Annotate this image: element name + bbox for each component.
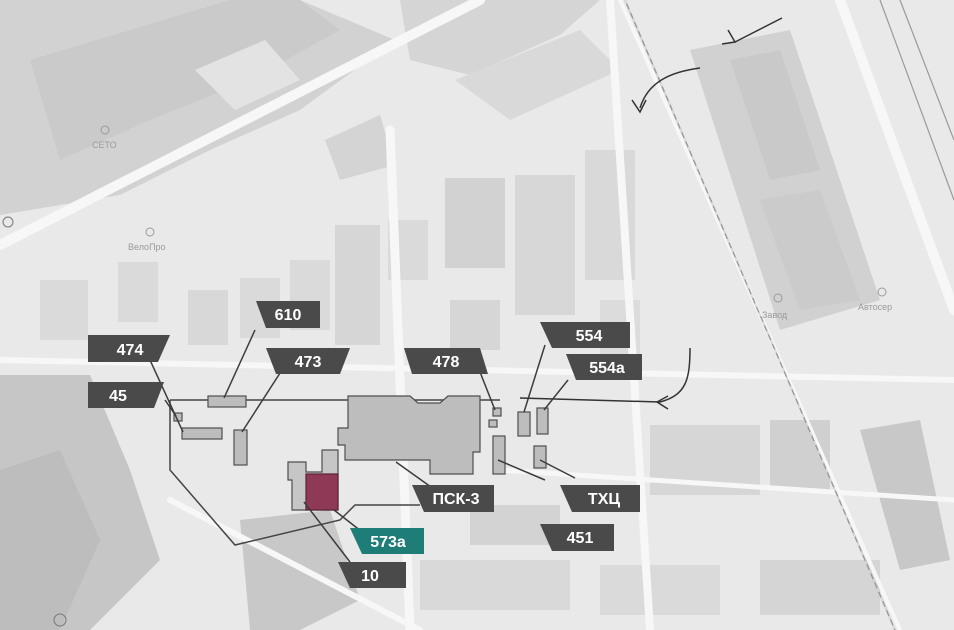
poi-icon [145, 227, 155, 237]
building-psk3[interactable] [337, 395, 481, 475]
poi-icon [877, 287, 887, 297]
poi-icon [100, 125, 110, 135]
label-474-text: 474 [117, 342, 144, 359]
poi-icon [773, 293, 783, 303]
label-10-text: 10 [361, 568, 379, 585]
label-473[interactable]: 473 [266, 348, 350, 374]
building-478b[interactable] [488, 419, 498, 428]
label-451[interactable]: 451 [540, 524, 614, 551]
map-marker-icon [53, 613, 67, 627]
label-473-text: 473 [295, 354, 322, 371]
label-478[interactable]: 478 [404, 348, 488, 374]
map-marker-icon [2, 216, 14, 228]
building-554a[interactable] [536, 407, 549, 435]
railway [624, 0, 954, 630]
label-10[interactable]: 10 [338, 562, 406, 588]
label-474[interactable]: 474 [88, 335, 170, 362]
buildings [173, 395, 549, 511]
label-573a-text: 573а [370, 534, 406, 551]
building-478[interactable] [492, 407, 502, 417]
building-473[interactable] [233, 429, 248, 466]
label-45-text: 45 [109, 388, 127, 405]
label-txc-text: ТХЦ [588, 491, 620, 508]
poi-label: СЕТО [92, 140, 117, 150]
label-psk3-text: ПСК-3 [432, 491, 479, 508]
label-45[interactable]: 45 [88, 382, 164, 408]
poi-label: Автосер [858, 302, 892, 312]
building-610[interactable] [207, 395, 247, 408]
poi-label: Завод [762, 310, 788, 320]
label-554-text: 554 [576, 328, 603, 345]
label-610[interactable]: 610 [256, 301, 320, 328]
label-610-text: 610 [275, 307, 302, 324]
label-554a[interactable]: 554а [566, 354, 642, 380]
building-573a[interactable] [305, 473, 339, 511]
label-451-text: 451 [567, 530, 594, 547]
label-psk3[interactable]: ПСК-3 [412, 485, 494, 512]
building-474[interactable] [181, 427, 223, 440]
access-route [519, 17, 783, 410]
label-554a-text: 554а [589, 360, 625, 377]
map-poi-labels: СЕТО ВелоПро Завод Автосер [2, 125, 892, 627]
building-labels: 610 474 473 45 478 554 554а ПСК-3 [88, 301, 642, 588]
label-txc[interactable]: ТХЦ [560, 485, 640, 512]
building-451[interactable] [492, 435, 506, 475]
label-554[interactable]: 554 [540, 322, 630, 348]
building-554[interactable] [517, 411, 531, 437]
label-478-text: 478 [433, 354, 460, 371]
label-573a[interactable]: 573а [350, 528, 424, 554]
building-txc[interactable] [533, 445, 547, 469]
poi-label: ВелоПро [128, 242, 166, 252]
